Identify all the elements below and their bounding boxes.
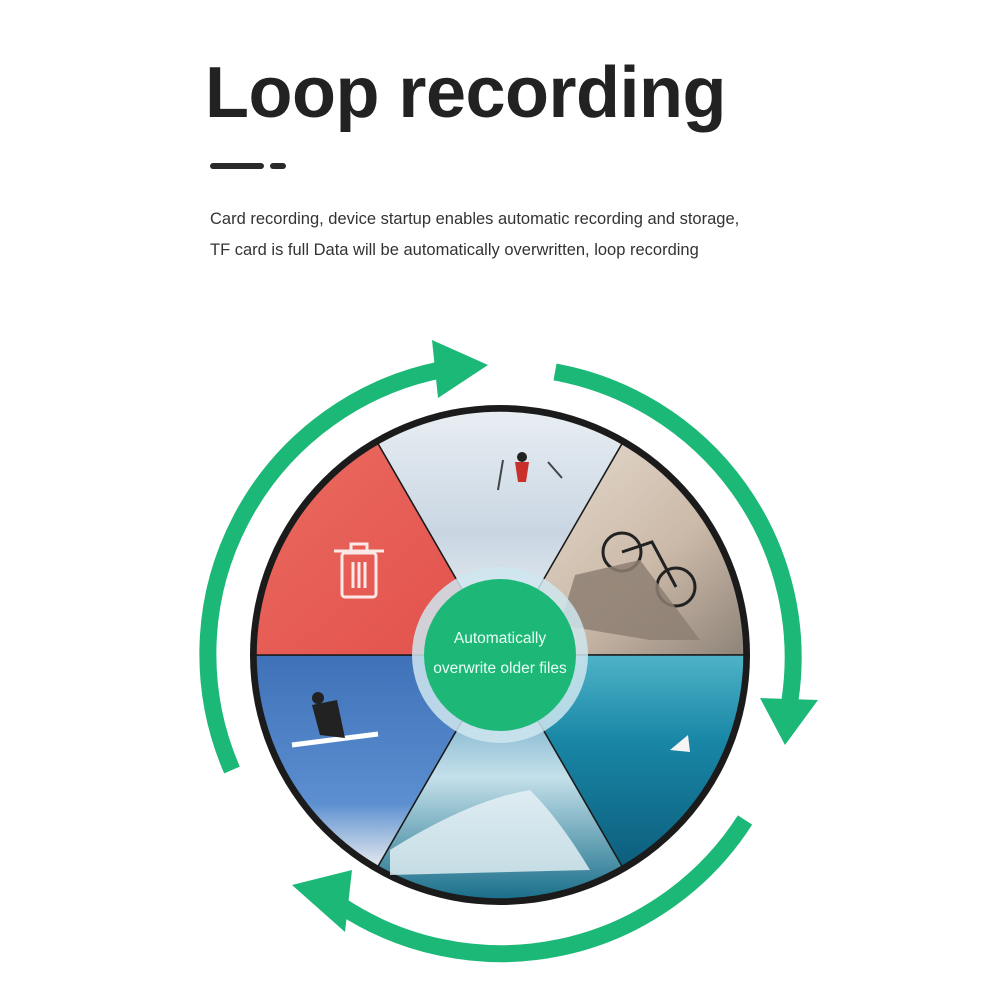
center-label-line: Automatically	[453, 630, 547, 647]
snowboarder-photo	[291, 692, 379, 748]
title-underline	[210, 163, 264, 169]
trash-icon	[334, 542, 384, 599]
description: Card recording, device startup enables a…	[210, 204, 739, 266]
arrow-head-right	[760, 698, 818, 745]
arrow-head-bottom	[292, 870, 352, 932]
wheel-segment-skiing	[376, 410, 624, 657]
center-label-line: overwrite older files	[433, 660, 567, 677]
description-line: TF card is full Data will be automatical…	[210, 241, 699, 259]
sailboat	[670, 735, 690, 752]
center-badge	[424, 579, 576, 731]
arrow-arc-bottom	[335, 815, 753, 963]
page-title: Loop recording	[205, 53, 726, 133]
center-label: Automatically overwrite older files	[420, 624, 580, 684]
description-line: Card recording, device startup enables a…	[210, 210, 740, 228]
skier-photo	[497, 452, 563, 491]
arrow-head-top	[432, 340, 488, 398]
arrow-arc-right	[553, 363, 802, 702]
arrow-arc-top	[199, 361, 442, 774]
title-underline-dot	[270, 163, 286, 169]
surf-wave	[390, 790, 590, 875]
loop-arrows	[199, 361, 802, 963]
rock	[560, 560, 700, 640]
